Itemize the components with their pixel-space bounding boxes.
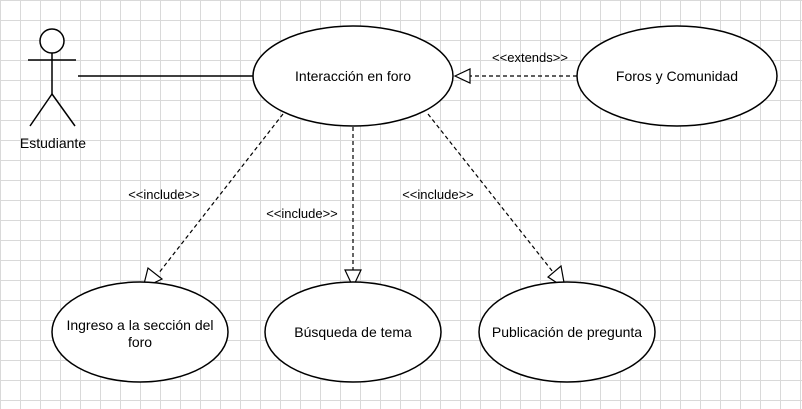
include-label-busqueda: <<include>> (266, 206, 338, 221)
include-label-publicacion: <<include>> (402, 187, 474, 202)
extends-label: <<extends>> (492, 50, 568, 65)
use-case-label: Interacción en foro (295, 68, 411, 84)
extends-arrowhead (453, 68, 471, 84)
include-line (427, 113, 554, 273)
include-line (157, 113, 284, 275)
actor-label: Estudiante (20, 135, 86, 151)
use-case-ellipse (51, 281, 229, 383)
use-case-label: Publicación de pregunta (492, 324, 642, 340)
use-case-foros-comunidad[interactable]: Foros y Comunidad (576, 25, 778, 127)
include-label-ingreso: <<include>> (128, 187, 200, 202)
use-case-label: Foros y Comunidad (616, 68, 738, 84)
use-case-publicacion-pregunta[interactable]: Publicación de pregunta (478, 281, 656, 383)
use-case-ellipse (264, 281, 442, 383)
actor-left-leg (29, 93, 53, 127)
use-case-ellipse (252, 25, 454, 127)
use-case-ingreso-seccion-foro[interactable]: Ingreso a la sección del foro (51, 281, 229, 383)
actor-estudiante[interactable] (28, 28, 76, 127)
use-case-interaccion-foro[interactable]: Interacción en foro (252, 25, 454, 127)
actor-right-leg (51, 93, 76, 127)
use-case-busqueda-tema[interactable]: Búsqueda de tema (264, 281, 442, 383)
use-case-label-line2: foro (128, 334, 152, 350)
use-case-ellipse (478, 281, 656, 383)
use-case-label-line1: Ingreso a la sección del (66, 317, 213, 333)
use-case-label: Búsqueda de tema (294, 324, 412, 340)
extends-relation (453, 68, 577, 84)
actor-head (39, 28, 65, 54)
include-relation-busqueda (344, 127, 362, 289)
include-arrowhead (344, 269, 362, 289)
